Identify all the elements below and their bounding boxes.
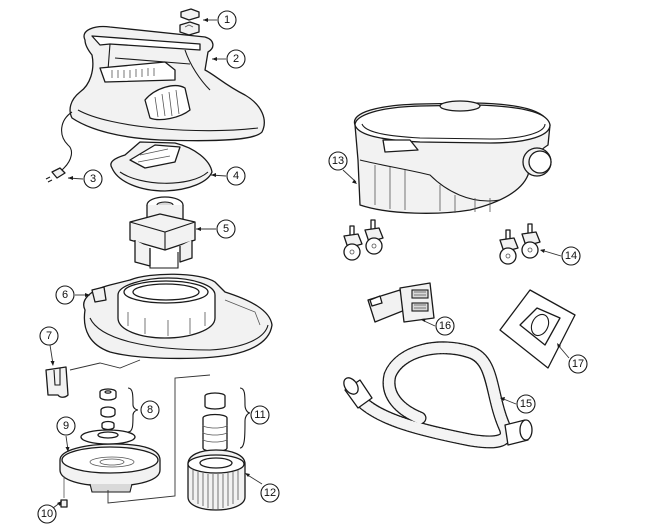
part-motor-cover [69,25,265,142]
callout-number: 3 [90,173,96,185]
callout-9: 9 [56,416,76,436]
callout-14: 14 [561,246,581,266]
callout-1: 1 [217,10,237,30]
callout-12: 12 [260,483,280,503]
part-screw [60,476,68,508]
callout-number: 7 [46,330,52,342]
part-lid-base [83,273,273,360]
callout-number: 2 [233,53,239,65]
callout-8: 8 [140,400,160,420]
callout-number: 13 [332,155,344,167]
callout-6: 6 [55,285,75,305]
caster [521,223,541,259]
callout-7: 7 [39,326,59,346]
callout-5: 5 [216,219,236,239]
callout-3: 3 [83,169,103,189]
callout-number: 9 [63,420,69,432]
part-motor [129,196,196,269]
caster [364,219,384,255]
part-float-hardware [80,387,139,445]
callout-13: 13 [328,151,348,171]
caster [343,225,363,261]
part-foam-filter [202,387,251,453]
callout-number: 5 [223,223,229,235]
callout-17: 17 [568,354,588,374]
callout-2: 2 [226,49,246,69]
callout-number: 11 [254,409,265,421]
part-power-cord [45,111,73,183]
part-tank [353,100,552,214]
callout-15: 15 [516,394,536,414]
callout-number: 16 [439,320,451,332]
callout-11: 11 [250,405,270,425]
callout-number: 8 [147,404,153,416]
callout-4: 4 [226,166,246,186]
part-casters [343,219,541,265]
callout-number: 14 [565,250,577,262]
part-hose [343,341,533,449]
callout-number: 15 [520,398,532,410]
part-cartridge-filter [187,449,246,511]
callout-number: 10 [41,508,53,520]
callout-number: 6 [62,289,68,301]
callout-number: 1 [224,14,230,26]
part-nozzle [367,282,435,323]
callout-number: 17 [572,358,584,370]
part-motor-housing-lid [110,141,213,192]
part-filter-cage [59,374,211,504]
callout-number: 12 [264,487,276,499]
part-filter-bag [499,289,576,369]
leader-lines [49,18,570,509]
part-latch [45,359,141,398]
callout-number: 4 [233,170,239,182]
part-switch [179,8,200,36]
caster [499,229,519,265]
callout-16: 16 [435,316,455,336]
callout-10: 10 [37,504,57,524]
